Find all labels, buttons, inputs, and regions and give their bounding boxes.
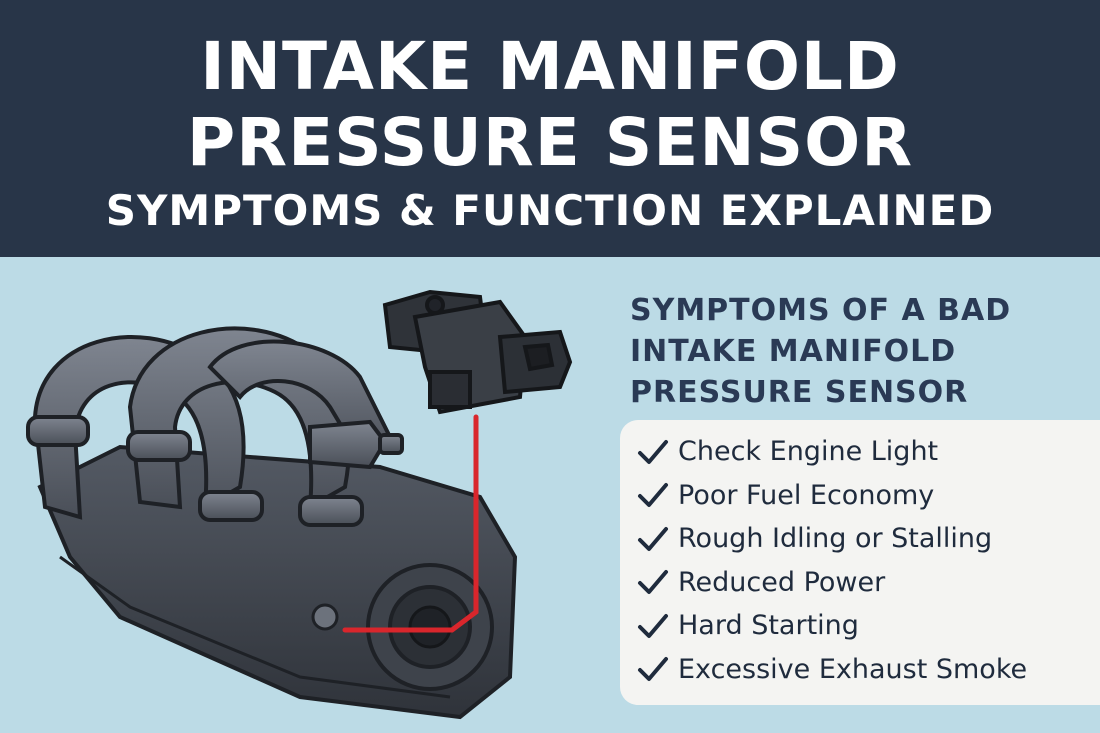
title-line-2: PRESSURE SENSOR xyxy=(186,104,914,181)
symptoms-list: Check Engine Light Poor Fuel Economy Rou… xyxy=(636,430,1096,691)
check-icon xyxy=(638,526,668,551)
check-icon xyxy=(638,657,668,682)
symptom-label: Poor Fuel Economy xyxy=(678,479,935,511)
symptom-label: Rough Idling or Stalling xyxy=(678,523,993,555)
list-item: Excessive Exhaust Smoke xyxy=(636,648,1096,692)
check-icon xyxy=(638,483,668,508)
list-item: Hard Starting xyxy=(636,604,1096,648)
check-icon xyxy=(638,570,668,595)
symptom-label: Check Engine Light xyxy=(678,436,939,468)
check-icon xyxy=(638,613,668,638)
subtitle: SYMPTOMS & FUNCTION EXPLAINED xyxy=(105,186,995,235)
symptoms-card xyxy=(620,420,1100,705)
symptoms-heading-line-2: INTAKE MANIFOLD xyxy=(630,334,957,369)
symptoms-heading-line-1: SYMPTOMS OF A BAD xyxy=(630,293,1012,328)
list-item: Reduced Power xyxy=(636,561,1096,605)
symptoms-heading: SYMPTOMS OF A BAD INTAKE MANIFOLD PRESSU… xyxy=(630,290,1090,413)
symptom-label: Excessive Exhaust Smoke xyxy=(678,653,1028,685)
check-icon xyxy=(638,439,668,464)
manifold-runners xyxy=(26,326,404,527)
symptom-label: Hard Starting xyxy=(678,610,859,642)
title-line-1: INTAKE MANIFOLD xyxy=(200,28,900,105)
intake-manifold-illustration xyxy=(26,289,573,720)
manifold-body xyxy=(37,444,518,720)
list-item: Check Engine Light xyxy=(636,430,1096,474)
pressure-sensor xyxy=(382,289,573,415)
title-banner: INTAKE MANIFOLD PRESSURE SENSOR SYMPTOMS… xyxy=(0,0,1100,257)
symptom-label: Reduced Power xyxy=(678,566,886,598)
symptoms-heading-line-3: PRESSURE SENSOR xyxy=(630,375,969,410)
sensor-wire xyxy=(342,414,479,633)
list-item: Poor Fuel Economy xyxy=(636,474,1096,518)
list-item: Rough Idling or Stalling xyxy=(636,517,1096,561)
